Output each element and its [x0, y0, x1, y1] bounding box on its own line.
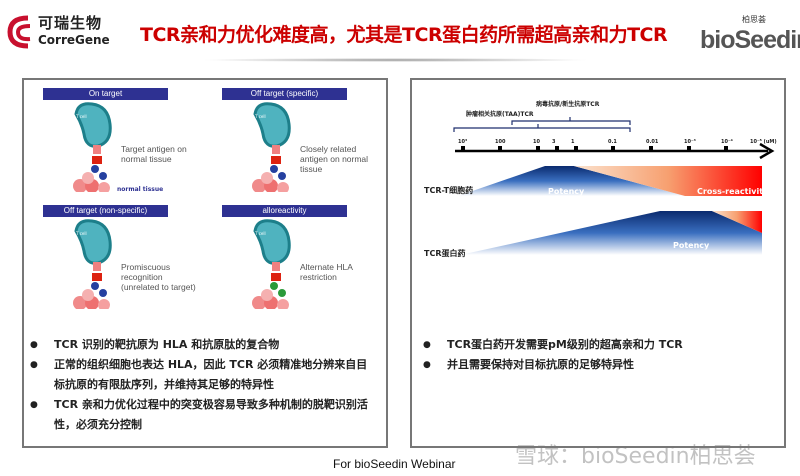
t-cell-label: T cell — [76, 114, 87, 119]
potency-label: Potency — [673, 241, 710, 250]
axis-tick-label: 100 — [495, 139, 506, 145]
diagram-caption: Promiscuous recognition (unrelated to ta… — [121, 262, 196, 292]
bullet-item: 正常的组织细胞也表达 HLA，因此 TCR 必须精准地分辨来自目标抗原的有限肽序… — [30, 355, 375, 395]
cross-reactivity-area-tcrt — [574, 166, 762, 196]
axis-tick — [611, 146, 615, 152]
title-divider — [200, 58, 590, 62]
axis-tick-label: 10 — [533, 139, 540, 145]
cross-reactivity-label: Cross-reactivity — [697, 187, 769, 196]
t-cell-binding-icon — [73, 102, 112, 192]
axis-tick — [498, 146, 502, 152]
page-title: TCR亲和力优化难度高，尤其是TCR蛋白药所需超高亲和力TCR — [140, 24, 668, 46]
axis-tick-label: 0.01 — [646, 139, 659, 145]
axis-tick — [461, 146, 465, 152]
t-cell-label: T cell — [76, 231, 87, 236]
axis-tick-label: 10⁻³ — [684, 139, 696, 145]
diagram-header: Off target (specific) — [222, 88, 347, 100]
t-cell-label: T cell — [255, 231, 266, 236]
bullet-item: TCR蛋白药开发需要pM级别的超高亲和力 TCR — [423, 335, 778, 355]
axis-arrow-icon — [759, 142, 775, 160]
potency-area-tcrt — [458, 166, 685, 196]
axis-tick-label: 10⁻⁵ (uM) — [750, 139, 777, 145]
watermark: 雪球：bioSeedin柏思荟 — [515, 444, 756, 469]
affinity-diagram — [453, 117, 775, 255]
bullet-item: 并且需要保持对目标抗原的足够特异性 — [423, 355, 778, 375]
corregene-logo-en: CorreGene — [38, 33, 110, 47]
axis-tick-label: 1 — [571, 139, 575, 145]
left-bullets: TCR 识别的靶抗原为 HLA 和抗原肽的复合物 正常的组织细胞也表达 HLA，… — [30, 335, 375, 435]
corregene-logo-icon — [7, 15, 31, 49]
bracket-label-viral: 病毒抗原/新生抗原TCR — [536, 101, 600, 108]
row-label-protein: TCR蛋白药 — [424, 249, 466, 258]
axis-tick — [724, 146, 728, 152]
axis-tick-label: 0.1 — [608, 139, 617, 145]
axis-tick — [687, 146, 691, 152]
corregene-logo-cn: 可瑞生物 — [38, 14, 103, 32]
diagram-header: Off target (non-specific) — [43, 205, 168, 217]
diagram-caption: Alternate HLA restriction — [300, 262, 353, 282]
axis-tick — [536, 146, 540, 152]
bioseedin-logo-en: bioSeedin — [700, 26, 800, 54]
axis-tick-label: 10⁻⁴ — [721, 139, 733, 145]
potency-area-protein — [460, 211, 762, 255]
footer-text: For bioSeedin Webinar — [333, 457, 456, 471]
right-bullets: TCR蛋白药开发需要pM级别的超高亲和力 TCR 并且需要保持对目标抗原的足够特… — [423, 335, 778, 375]
bracket-taa — [453, 124, 631, 132]
axis-tick-label: 10³ — [458, 139, 468, 145]
t-cell-label: T cell — [255, 114, 266, 119]
bioseedin-logo-cn: 柏思荟 — [742, 15, 766, 24]
t-cell-binding-icon — [73, 219, 112, 309]
row-label-tcrt: TCR-T细胞药 — [424, 186, 474, 195]
cross-reactivity-area-protein — [712, 211, 762, 233]
t-cell-binding-icon — [252, 219, 291, 309]
axis-tick — [574, 146, 578, 152]
bullet-item: TCR 亲和力优化过程中的突变极容易导致多种机制的脱靶识别活性，必须充分控制 — [30, 395, 375, 435]
t-cell-binding-icon — [252, 102, 291, 192]
potency-label: Potency — [548, 187, 585, 196]
diagram-caption: Target antigen on normal tissue — [121, 144, 187, 164]
axis-tick — [555, 146, 559, 152]
normal-tissue-label: normal tissue — [117, 186, 164, 193]
axis-tick-label: 3 — [552, 139, 556, 145]
bracket-viral — [511, 117, 631, 125]
bracket-label-taa: 肿瘤相关抗原(TAA)TCR — [466, 111, 534, 118]
axis-tick — [649, 146, 653, 152]
right-panel — [410, 78, 786, 448]
diagram-header: On target — [43, 88, 168, 100]
bullet-item: TCR 识别的靶抗原为 HLA 和抗原肽的复合物 — [30, 335, 375, 355]
diagram-header: alloreactivity — [222, 205, 347, 217]
left-panel — [22, 78, 388, 448]
diagram-caption: Closely related antigen on normal tissue — [300, 144, 369, 174]
